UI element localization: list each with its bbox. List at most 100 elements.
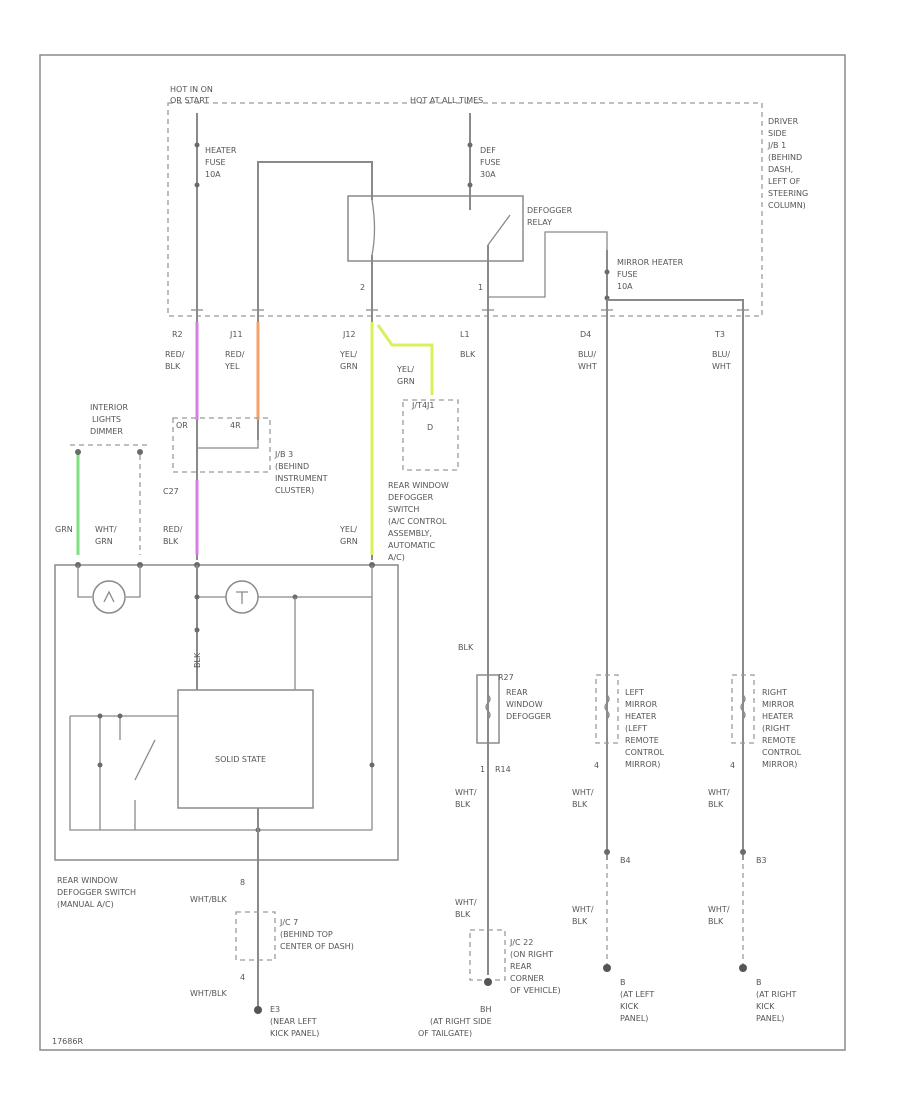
wire-highlight-yellow-branch bbox=[376, 324, 434, 395]
label-ground: KICK bbox=[620, 1002, 639, 1011]
label-wire-color: BLK bbox=[572, 800, 588, 809]
label-ground: PANEL) bbox=[620, 1014, 648, 1023]
label-heater-fuse: FUSE bbox=[205, 158, 226, 167]
label-wire-color: BLK bbox=[708, 917, 724, 926]
relay-switch bbox=[487, 214, 511, 246]
label-wire-color: BLK bbox=[455, 910, 471, 919]
indicator-icon bbox=[225, 580, 259, 614]
right-mirror-heater bbox=[731, 674, 755, 744]
label-wire-color: YEL bbox=[224, 362, 240, 371]
jb1-boundary bbox=[167, 102, 763, 317]
label-jb3: J/B 3 bbox=[274, 450, 293, 459]
label-right-mirror: MIRROR) bbox=[762, 760, 797, 769]
left-mirror-heater bbox=[595, 674, 619, 744]
label-wire-color: BLK bbox=[460, 350, 476, 359]
label-jb3-connector: 4R bbox=[230, 421, 241, 430]
label-wire-color: YEL/ bbox=[396, 365, 414, 374]
label-connector: J11 bbox=[229, 330, 243, 339]
label-right-mirror: HEATER bbox=[762, 712, 794, 721]
label-jc22: J/C 22 bbox=[509, 938, 533, 947]
jb3-boundary bbox=[172, 417, 271, 473]
label-interior-lights: DIMMER bbox=[90, 427, 123, 436]
switch-contacts bbox=[69, 715, 372, 831]
label-wire-color: YEL/ bbox=[339, 525, 357, 534]
label-rwd-switch: SWITCH bbox=[388, 505, 419, 514]
jb3-internal-wire bbox=[196, 440, 259, 449]
label-c27: C27 bbox=[163, 487, 179, 496]
solid-state-module bbox=[177, 689, 314, 809]
label-jc22: REAR bbox=[510, 962, 532, 971]
defogger-relay bbox=[347, 195, 524, 262]
label-jb3: INSTRUMENT bbox=[275, 474, 328, 483]
label-wire-color: RED/ bbox=[163, 525, 183, 534]
label-right-mirror: (RIGHT bbox=[762, 724, 790, 733]
label-left-mirror: MIRROR) bbox=[625, 760, 660, 769]
label-jc7: (BEHIND TOP bbox=[280, 930, 333, 939]
label-left-mirror: (LEFT bbox=[625, 724, 647, 733]
label-jc22: OF VEHICLE) bbox=[510, 986, 561, 995]
defogger-switch-box bbox=[54, 564, 399, 861]
label-def-fuse: 30A bbox=[480, 170, 496, 179]
label-wire-color: BLK bbox=[572, 917, 588, 926]
label-pin2: 2 bbox=[360, 283, 365, 292]
node bbox=[117, 713, 123, 719]
label-pin: 4 bbox=[240, 973, 245, 982]
label-pin: 8 bbox=[240, 878, 245, 887]
node bbox=[194, 594, 200, 600]
jc7-boundary bbox=[235, 911, 276, 961]
label-solid-state: SOLID STATE bbox=[215, 755, 266, 764]
label-wire-color: BLK bbox=[708, 800, 724, 809]
lamp-filament bbox=[103, 590, 115, 603]
label-wire-color: WHT/ bbox=[572, 788, 594, 797]
label-wire-color: WHT bbox=[712, 362, 731, 371]
node bbox=[194, 182, 200, 188]
ground-icon bbox=[484, 978, 492, 986]
wire-j11 bbox=[257, 161, 373, 440]
label-jb1: COLUMN) bbox=[768, 201, 806, 210]
wire-t3 bbox=[607, 299, 744, 860]
node bbox=[97, 713, 103, 719]
label-jb1: DRIVER bbox=[768, 117, 799, 126]
label-left-mirror: MIRROR bbox=[625, 700, 658, 709]
label-jb1: (BEHIND bbox=[768, 153, 802, 162]
node bbox=[604, 269, 610, 275]
label-ground: (AT LEFT bbox=[620, 990, 654, 999]
label-rwd-manual: (MANUAL A/C) bbox=[57, 900, 114, 909]
label-defogger-relay: RELAY bbox=[527, 218, 552, 227]
label-wire-color: WHT/ bbox=[95, 525, 117, 534]
left-mirror-element bbox=[604, 694, 610, 720]
defogger-element bbox=[485, 694, 491, 720]
label-rwdef: DEFOGGER bbox=[506, 712, 552, 721]
label-wire-color: WHT/ bbox=[455, 788, 477, 797]
label-wire-color: BLK bbox=[193, 652, 202, 668]
label-rwd-switch: ASSEMBLY, bbox=[388, 529, 432, 538]
label-left-mirror: CONTROL bbox=[625, 748, 665, 757]
label-mirror-fuse: FUSE bbox=[617, 270, 638, 279]
label-ground: KICK PANEL) bbox=[270, 1029, 319, 1038]
label-jc22: (ON RIGHT bbox=[510, 950, 553, 959]
jt4j1-boundary bbox=[402, 399, 459, 471]
label-wire-color: WHT/BLK bbox=[190, 989, 227, 998]
label-right-mirror: MIRROR bbox=[762, 700, 795, 709]
label-splice: B4 bbox=[620, 856, 631, 865]
label-splice: B3 bbox=[756, 856, 767, 865]
label-wire-color: WHT/ bbox=[708, 905, 730, 914]
label-rwd-switch: (A/C CONTROL bbox=[388, 517, 447, 526]
label-wire-color: BLK bbox=[455, 800, 471, 809]
label-def-fuse: FUSE bbox=[480, 158, 501, 167]
label-wire-color: WHT/ bbox=[455, 898, 477, 907]
right-mirror-element bbox=[740, 694, 746, 720]
indicator-filament bbox=[236, 591, 248, 604]
label-wire-color: WHT/ bbox=[708, 788, 730, 797]
label-hot-all-times: HOT AT ALL TIMES bbox=[410, 96, 483, 105]
label-ground: PANEL) bbox=[756, 1014, 784, 1023]
label-wire-color: WHT/ bbox=[572, 905, 594, 914]
label-rwd-switch: REAR WINDOW bbox=[388, 481, 449, 490]
rear-window-defogger bbox=[476, 674, 500, 744]
label-interior-lights: INTERIOR bbox=[90, 403, 129, 412]
label-connector: T3 bbox=[714, 330, 725, 339]
label-heater-fuse: HEATER bbox=[205, 146, 237, 155]
label-left-mirror: REMOTE bbox=[625, 736, 659, 745]
label-jb3: (BEHIND bbox=[275, 462, 309, 471]
label-wire-color: GRN bbox=[340, 362, 358, 371]
